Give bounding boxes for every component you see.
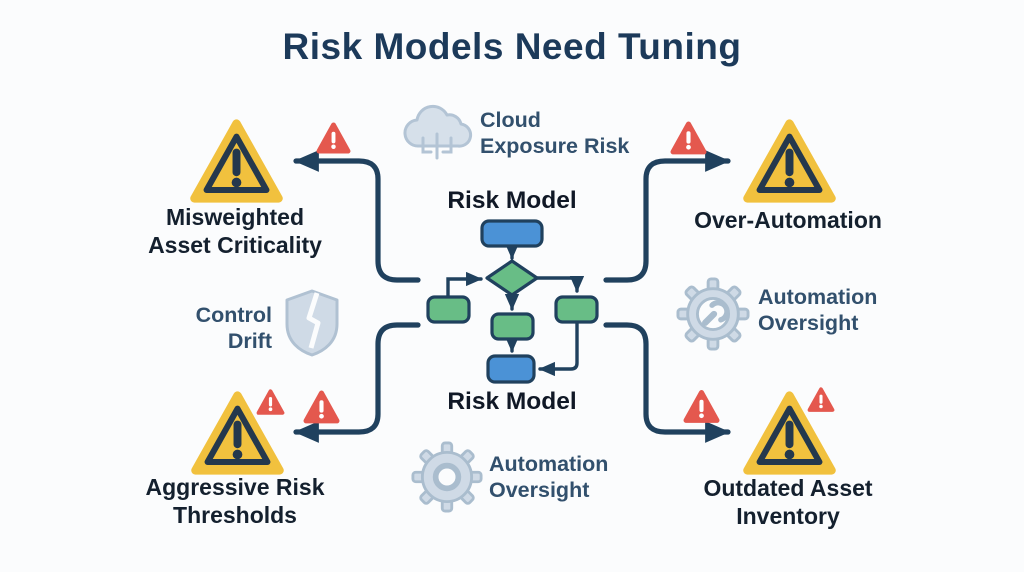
- alert-triangle-icon: [316, 122, 351, 154]
- warning-triangle-icon: [191, 391, 284, 475]
- risk-label-over-automation: Over-Automation: [694, 207, 882, 233]
- flow-node-middle: [490, 312, 535, 341]
- warning-triangle-icon: [743, 391, 836, 475]
- alert-triangle-icon: [256, 389, 285, 415]
- alert-triangle-icon: [303, 390, 340, 424]
- risk-label-aggressive-risk-thresholds: Aggressive Risk Thresholds: [145, 474, 325, 529]
- connector-top-left: [293, 150, 421, 283]
- flow-node-start: [480, 219, 544, 248]
- risk-label-misweighted-asset-criticality: Misweighted Asset Criticality: [148, 204, 322, 259]
- bracket-connectors: [293, 150, 731, 443]
- flow-node-right: [554, 295, 599, 324]
- gear-wrench-icon: [676, 277, 750, 351]
- alert-triangle-icon: [807, 387, 835, 412]
- flow-node-left: [426, 295, 471, 324]
- cloud-exposure-risk-label: Cloud Exposure Risk: [480, 108, 630, 158]
- warning-triangle-icon: [743, 119, 836, 203]
- flow-node-end: [486, 354, 536, 384]
- warning-triangle-icon: [190, 119, 283, 203]
- flowchart-arrows: [446, 243, 585, 377]
- flow-node-decision: [485, 259, 539, 297]
- connector-bottom-left: [293, 322, 421, 443]
- flowchart-nodes: [426, 219, 599, 384]
- cloud-icon: [403, 104, 473, 160]
- alert-triangle-icon: [683, 390, 720, 423]
- risk-model-top-label: Risk Model: [447, 187, 577, 214]
- page-title: Risk Models Need Tuning: [282, 26, 742, 67]
- automation-oversight-right-label: Automation Oversight: [758, 285, 878, 335]
- automation-oversight-bottom-label: Automation Oversight: [489, 452, 609, 502]
- gear-icon: [411, 441, 483, 513]
- shield-crack-icon: [285, 289, 339, 357]
- connector-bottom-right: [603, 322, 731, 443]
- connector-top-right: [603, 150, 731, 283]
- control-drift-label: Control Drift: [195, 303, 272, 353]
- risk-model-bottom-label: Risk Model: [447, 388, 577, 415]
- alert-triangle-icon: [670, 121, 707, 155]
- risk-label-outdated-asset-inventory: Outdated Asset Inventory: [703, 475, 873, 530]
